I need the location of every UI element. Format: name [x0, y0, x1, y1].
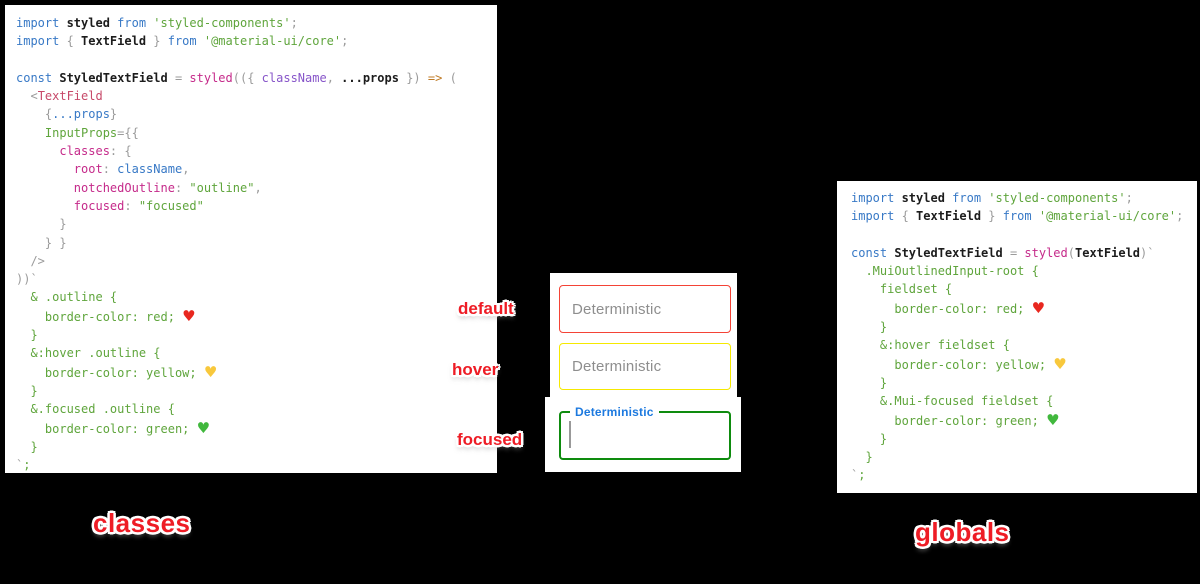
- textfield-placeholder: Deterministic: [572, 358, 662, 375]
- code-line: notchedOutline: "outline",: [16, 180, 262, 195]
- heart-icon: ♥: [1031, 298, 1046, 317]
- code-line: }: [16, 383, 38, 398]
- code-line: &.focused .outline {: [16, 402, 175, 417]
- code-line: border-color: yellow; ♥: [851, 354, 1067, 373]
- code-line: root: className,: [16, 162, 190, 177]
- code-line: <TextField: [16, 89, 103, 104]
- textfield-default[interactable]: Deterministic: [559, 285, 731, 333]
- code-line: import { TextField } from '@material-ui/…: [16, 34, 349, 49]
- heart-icon: ♥: [196, 418, 211, 437]
- code-line: }: [16, 217, 67, 232]
- globals-code-panel: import styled from 'styled-components'; i…: [837, 181, 1197, 493]
- code-line: }: [851, 450, 873, 465]
- annotation-focused: focused: [457, 430, 523, 449]
- code-line: }: [16, 328, 38, 343]
- code-line: .MuiOutlinedInput-root {: [851, 264, 1039, 279]
- classes-code-panel: import styled from 'styled-components'; i…: [5, 5, 497, 473]
- annotation-classes: classes: [93, 508, 191, 538]
- code-line: {...props}: [16, 107, 118, 122]
- code-line: & .outline {: [16, 290, 118, 305]
- code-line: focused: "focused": [16, 198, 204, 213]
- code-line: import styled from 'styled-components';: [851, 191, 1133, 205]
- heart-icon: ♥: [1053, 354, 1067, 373]
- code-line: border-color: red; ♥: [16, 306, 196, 325]
- code-line: border-color: yellow; ♥: [16, 362, 218, 381]
- code-line: ))`: [16, 272, 38, 287]
- heart-icon: ♥: [182, 306, 196, 325]
- code-line: }: [851, 320, 888, 335]
- code-line: import { TextField } from '@material-ui/…: [851, 209, 1184, 224]
- code-line: fieldset {: [851, 282, 953, 297]
- code-line: border-color: green; ♥: [16, 418, 211, 437]
- text-caret: [569, 421, 571, 448]
- code-line: } }: [16, 235, 67, 250]
- textfield-hover[interactable]: Deterministic: [559, 343, 731, 390]
- annotation-hover: hover: [452, 360, 499, 379]
- code-line: import styled from 'styled-components';: [16, 16, 298, 30]
- code-line: border-color: red; ♥: [851, 298, 1046, 317]
- textfield-placeholder: Deterministic: [572, 300, 662, 318]
- heart-icon: ♥: [203, 362, 218, 381]
- code-line: [16, 51, 497, 69]
- code-line: [851, 226, 1197, 244]
- code-line: &:hover fieldset {: [851, 338, 1010, 353]
- code-line: border-color: green; ♥: [851, 410, 1060, 429]
- annotation-default: default: [458, 299, 514, 318]
- code-line: />: [16, 253, 45, 268]
- code-line: }: [16, 439, 38, 454]
- code-line: const StyledTextField = styled(({ classN…: [16, 70, 457, 85]
- code-line: InputProps={{: [16, 125, 139, 140]
- code-line: classes: {: [16, 144, 132, 159]
- code-line: &.Mui-focused fieldset {: [851, 394, 1054, 409]
- textfield-floating-label: Deterministic: [570, 404, 659, 420]
- textfield-focused[interactable]: Deterministic: [559, 404, 731, 460]
- code-line: `;: [16, 458, 31, 473]
- annotation-globals: globals: [915, 517, 1010, 547]
- code-line: `;: [851, 468, 866, 483]
- code-line: }: [851, 375, 888, 390]
- code-line: }: [851, 431, 888, 446]
- code-line: &:hover .outline {: [16, 346, 161, 361]
- code-line: const StyledTextField = styled(TextField…: [851, 245, 1155, 260]
- heart-icon: ♥: [1046, 410, 1060, 429]
